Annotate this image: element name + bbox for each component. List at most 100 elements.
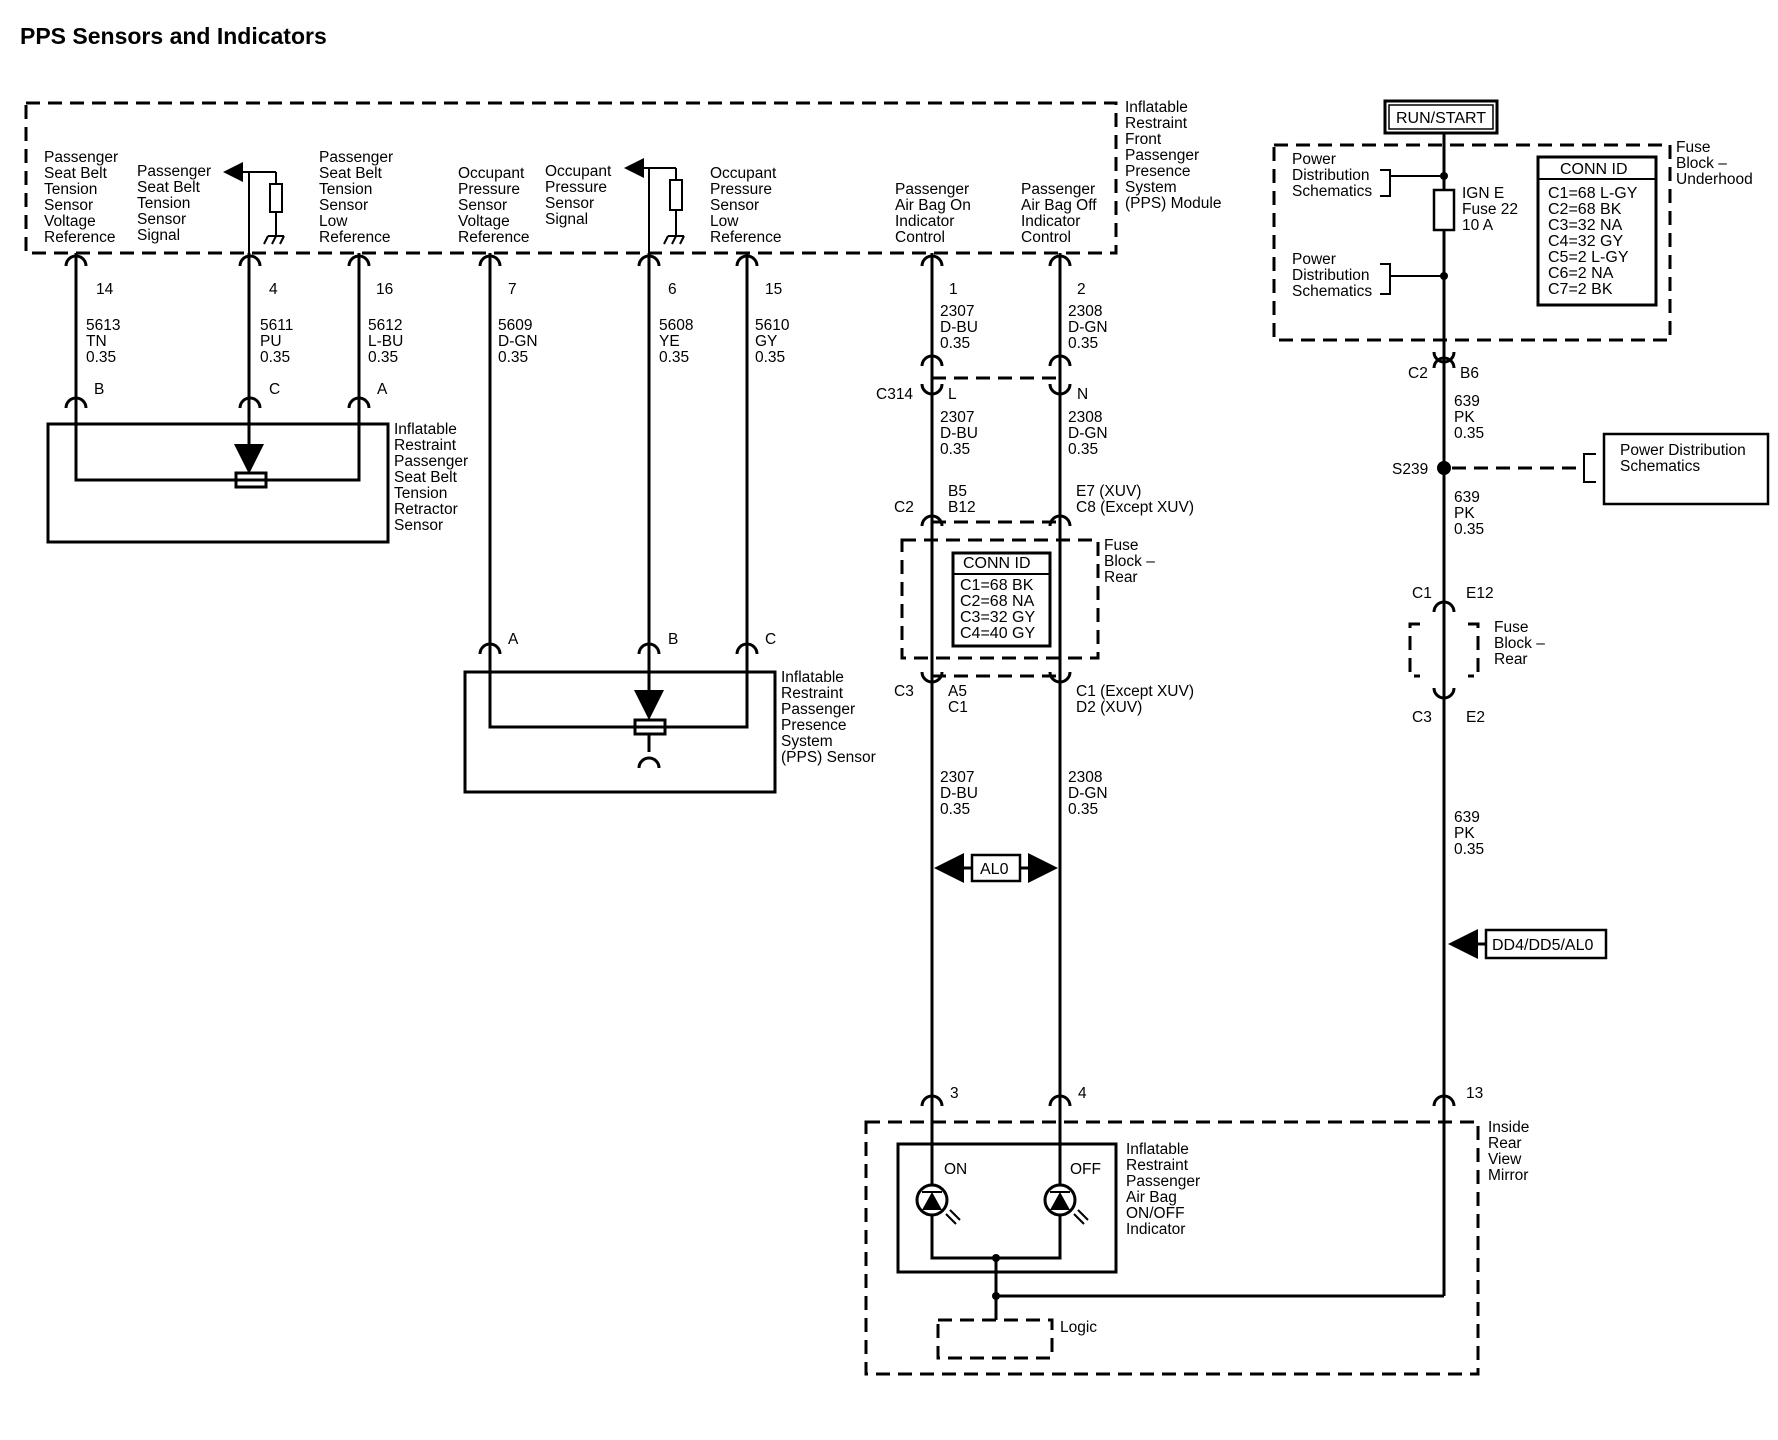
svg-text:System: System: [1125, 179, 1177, 196]
svg-text:0.35: 0.35: [940, 801, 970, 818]
svg-text:0.35: 0.35: [498, 349, 528, 366]
seatbelt-sensor-internals: [74, 414, 361, 489]
splice-s239: [1437, 461, 1451, 475]
svg-text:Inflatable: Inflatable: [1125, 99, 1188, 116]
svg-text:Passenger: Passenger: [1021, 181, 1095, 198]
svg-text:Passenger: Passenger: [1126, 1173, 1200, 1190]
svg-text:2307: 2307: [940, 769, 974, 786]
svg-text:Reference: Reference: [44, 229, 116, 246]
svg-text:13: 13: [1466, 1085, 1483, 1102]
svg-text:Signal: Signal: [137, 227, 180, 244]
svg-text:0.35: 0.35: [940, 441, 970, 458]
svg-text:Block –: Block –: [1676, 155, 1727, 172]
svg-text:Passenger: Passenger: [137, 163, 211, 180]
svg-text:C1=68 BK: C1=68 BK: [960, 577, 1034, 594]
svg-text:Seat Belt: Seat Belt: [137, 179, 201, 196]
svg-text:Voltage: Voltage: [44, 213, 96, 230]
svg-text:Occupant: Occupant: [458, 165, 525, 182]
pps-sensor-internals: [488, 664, 749, 769]
svg-text:Logic: Logic: [1060, 1319, 1097, 1336]
svg-text:0.35: 0.35: [755, 349, 785, 366]
svg-text:2: 2: [1077, 281, 1086, 298]
wire-group-left: 14 5613 TN 0.35 B 4 5611 PU 0.35 C 16 56…: [64, 253, 403, 414]
pin-label-p7: Occupant Pressure Sensor Voltage Referen…: [458, 165, 530, 246]
svg-text:Voltage: Voltage: [458, 213, 510, 230]
svg-text:Sensor: Sensor: [710, 197, 759, 214]
svg-text:4: 4: [1078, 1085, 1087, 1102]
svg-text:2307: 2307: [940, 303, 974, 320]
svg-text:15: 15: [765, 281, 782, 298]
svg-text:Seat Belt: Seat Belt: [394, 469, 458, 486]
svg-text:Pressure: Pressure: [710, 181, 772, 198]
svg-text:C3=32 NA: C3=32 NA: [1548, 217, 1623, 234]
svg-text:Passenger: Passenger: [781, 701, 855, 718]
svg-text:16: 16: [376, 281, 393, 298]
svg-text:Block –: Block –: [1494, 635, 1545, 652]
svg-text:C7=2 BK: C7=2 BK: [1548, 281, 1613, 298]
svg-text:System: System: [781, 733, 833, 750]
svg-text:C2: C2: [894, 499, 914, 516]
svg-text:C1 (Except XUV): C1 (Except XUV): [1076, 683, 1194, 700]
svg-text:Reference: Reference: [710, 229, 782, 246]
svg-text:6: 6: [668, 281, 677, 298]
svg-text:5611: 5611: [260, 317, 293, 334]
pin-label-p14: Passenger Seat Belt Tension Sensor Volta…: [44, 149, 118, 246]
svg-text:Occupant: Occupant: [545, 163, 612, 180]
svg-text:C8 (Except XUV): C8 (Except XUV): [1076, 499, 1194, 516]
svg-text:Fuse 22: Fuse 22: [1462, 201, 1518, 218]
pressure-signal-pullup: [624, 158, 685, 253]
conn-id-table-rear: CONN ID C1=68 BK C2=68 NA C3=32 GY C4=40…: [951, 551, 1052, 648]
svg-text:C2: C2: [1408, 365, 1428, 382]
svg-text:D-BU: D-BU: [940, 425, 978, 442]
svg-text:ON: ON: [944, 1161, 967, 1178]
svg-text:0.35: 0.35: [1454, 521, 1484, 538]
svg-text:4: 4: [269, 281, 278, 298]
pin-label-p6: Occupant Pressure Sensor Signal: [545, 163, 612, 228]
svg-text:Restraint: Restraint: [1125, 115, 1188, 132]
fuse-22-symbol: IGN E Fuse 22 10 A: [1432, 185, 1518, 234]
svg-text:L: L: [948, 386, 957, 403]
svg-text:B12: B12: [948, 499, 976, 516]
svg-text:Power Distribution: Power Distribution: [1620, 442, 1746, 459]
svg-text:Distribution: Distribution: [1292, 167, 1370, 184]
svg-text:Indicator: Indicator: [895, 213, 954, 230]
svg-text:Pressure: Pressure: [458, 181, 520, 198]
wire-639: C2 B6 639 PK 0.35 S239 639 PK 0.35 C1 E1…: [1392, 350, 1596, 1296]
svg-text:Schematics: Schematics: [1292, 283, 1372, 300]
svg-text:14: 14: [96, 281, 114, 298]
svg-text:Inflatable: Inflatable: [394, 421, 457, 438]
svg-text:Restraint: Restraint: [394, 437, 457, 454]
svg-text:0.35: 0.35: [659, 349, 689, 366]
svg-text:D-GN: D-GN: [1068, 319, 1108, 336]
svg-text:Power: Power: [1292, 151, 1336, 168]
svg-text:C5=2 L-GY: C5=2 L-GY: [1548, 249, 1629, 266]
svg-text:TN: TN: [86, 333, 107, 350]
svg-text:C2=68 NA: C2=68 NA: [960, 593, 1035, 610]
fuse-block-underhood-name: Fuse Block – Underhood: [1676, 139, 1753, 188]
svg-text:Occupant: Occupant: [710, 165, 777, 182]
svg-text:7: 7: [508, 281, 517, 298]
svg-text:C1: C1: [948, 699, 968, 716]
run-start-label: RUN/START: [1383, 99, 1499, 135]
svg-text:Passenger: Passenger: [1125, 147, 1199, 164]
seatbelt-sensor-box: [46, 422, 390, 544]
power-distribution-ref-2: Power Distribution Schematics: [1292, 251, 1448, 300]
svg-text:5608: 5608: [659, 317, 693, 334]
option-al0-marker: AL0: [934, 853, 1058, 883]
svg-text:Restraint: Restraint: [781, 685, 844, 702]
svg-text:A: A: [377, 381, 388, 398]
svg-text:CONN ID: CONN ID: [963, 555, 1031, 572]
svg-text:5613: 5613: [86, 317, 120, 334]
svg-text:Pressure: Pressure: [545, 179, 607, 196]
svg-text:PK: PK: [1454, 409, 1475, 426]
pin-label-p1: Passenger Air Bag On Indicator Control: [895, 181, 971, 246]
svg-text:Presence: Presence: [1125, 163, 1190, 180]
seatbelt-signal-pullup: [223, 162, 285, 253]
svg-text:Tension: Tension: [394, 485, 447, 502]
svg-text:Air Bag Off: Air Bag Off: [1021, 197, 1097, 214]
pps-sensor-name: Inflatable Restraint Passenger Presence …: [781, 669, 876, 766]
svg-text:DD4/DD5/AL0: DD4/DD5/AL0: [1492, 937, 1593, 954]
pin-label-p4: Passenger Seat Belt Tension Sensor Signa…: [137, 163, 211, 244]
svg-text:C6=2 NA: C6=2 NA: [1548, 265, 1614, 282]
